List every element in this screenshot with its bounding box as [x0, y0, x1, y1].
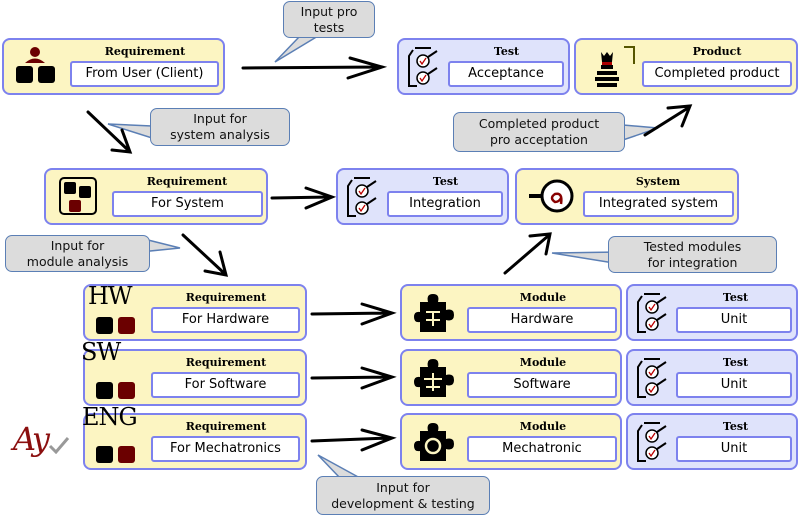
product-bag-icon	[595, 46, 635, 87]
box-value: Acceptance	[448, 61, 564, 87]
box-value: Hardware	[467, 307, 617, 333]
test-integration-box[interactable]: Test Integration	[336, 168, 509, 225]
callout-dev-testing: Input for development & testing	[316, 476, 490, 515]
checklist-icon	[347, 177, 377, 217]
checklist-icon	[408, 47, 438, 87]
requirement-hardware-box[interactable]: Requirement For Hardware	[83, 284, 307, 341]
puzzle-gear-icon	[414, 423, 454, 461]
requirement-software-box[interactable]: Requirement For Software	[83, 349, 307, 406]
box-header: Test	[722, 420, 749, 433]
module-software-box[interactable]: Module Software	[400, 349, 622, 406]
box-value: Unit	[676, 372, 792, 398]
box-value: For Hardware	[151, 307, 300, 333]
checklist-icon	[637, 293, 667, 333]
arrows	[86, 56, 693, 452]
box-value: For Software	[151, 372, 300, 398]
box-header: Requirement	[146, 175, 228, 188]
callout-input-pro-tests: Input pro tests	[283, 1, 375, 38]
unit-test-mechatronic-box[interactable]: Test Unit	[626, 413, 798, 470]
box-value: Unit	[676, 436, 792, 462]
box-header: Test	[722, 356, 749, 369]
box-value: From User (Client)	[70, 61, 219, 87]
callout-pro-acceptation: Completed product pro acceptation	[453, 112, 625, 152]
hw-label: HW	[88, 282, 133, 310]
checklist-icon	[637, 422, 667, 462]
unit-test-software-box[interactable]: Test Unit	[626, 349, 798, 406]
box-value: Software	[467, 372, 617, 398]
checkmark-icon	[48, 437, 70, 454]
requirement-system-box[interactable]: Requirement For System	[44, 168, 268, 225]
unit-test-hardware-box[interactable]: Test Unit	[626, 284, 798, 341]
magnifier-icon	[529, 179, 574, 213]
box-header: Requirement	[185, 356, 267, 369]
box-value: Unit	[676, 307, 792, 333]
box-value: Mechatronic	[467, 436, 617, 462]
box-header: Requirement	[185, 291, 267, 304]
callout-module-analysis: Input for module analysis	[5, 235, 150, 272]
box-value: For Mechatronics	[151, 436, 300, 462]
box-header: Test	[432, 175, 459, 188]
box-header: Product	[692, 45, 742, 58]
blocks-icon	[96, 382, 135, 399]
box-value: Integration	[387, 191, 503, 217]
box-header: Requirement	[104, 45, 186, 58]
system-box[interactable]: System Integrated system	[515, 168, 739, 225]
box-header: Module	[519, 420, 567, 433]
system-blocks-icon	[59, 177, 97, 215]
box-header: Requirement	[185, 420, 267, 433]
user-group-icon	[16, 47, 55, 83]
module-mechatronic-box[interactable]: Module Mechatronic	[400, 413, 622, 470]
checklist-icon	[637, 358, 667, 398]
box-value: For System	[112, 191, 263, 217]
box-header: Module	[519, 291, 567, 304]
requirement-user-box[interactable]: Requirement From User (Client)	[2, 38, 225, 95]
blocks-icon	[96, 446, 135, 463]
test-acceptance-box[interactable]: Test Acceptance	[397, 38, 570, 95]
box-value: Completed product	[642, 61, 792, 87]
box-header: Test	[493, 45, 520, 58]
eng-label: ENG	[82, 403, 138, 431]
box-header: Test	[722, 291, 749, 304]
product-box[interactable]: Product Completed product	[574, 38, 798, 95]
box-header: Module	[519, 356, 567, 369]
requirement-mechatronics-box[interactable]: Requirement For Mechatronics	[83, 413, 307, 470]
box-value: Integrated system	[583, 191, 734, 217]
puzzle-hardware-icon	[414, 294, 454, 332]
sw-label: SW	[81, 338, 121, 366]
callout-input-system-analysis: Input for system analysis	[150, 108, 290, 146]
box-header: System	[635, 175, 681, 188]
callout-tested-modules: Tested modules for integration	[608, 236, 777, 273]
logo: Ay	[13, 420, 50, 458]
blocks-icon	[96, 317, 135, 334]
module-hardware-box[interactable]: Module Hardware	[400, 284, 622, 341]
puzzle-software-icon	[414, 359, 454, 397]
